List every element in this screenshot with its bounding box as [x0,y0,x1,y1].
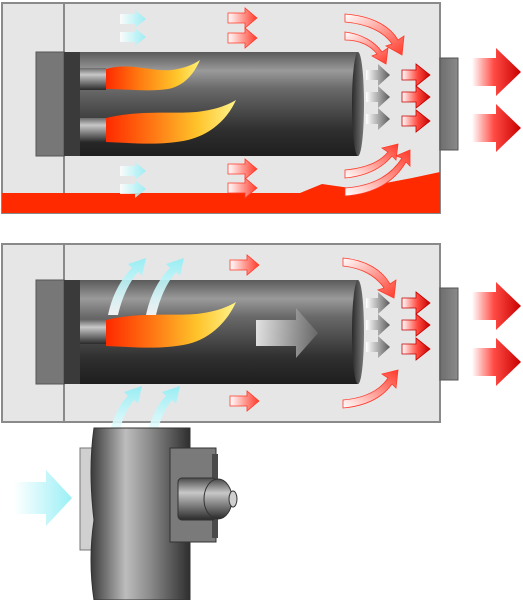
bottom-burner-block [35,279,65,385]
top-nozzle-1 [80,68,106,90]
bottom-chamber-end [352,280,364,384]
cold-air-arrow-icon [108,386,180,440]
warm-air-arrow-icon [229,390,260,412]
bottom-outlet-plate [439,287,459,381]
mixed-air-arrow-icon [401,291,431,361]
cold-air-arrow-icon [120,10,146,46]
warm-air-curve-arrow [342,257,399,409]
bottom-burner-plate [64,280,80,384]
warm-air-curve-arrow [344,143,411,197]
exhaust-arrow-icon [256,308,318,358]
top-burner-block [35,51,65,157]
warm-air-arrow-icon [227,158,258,199]
fan-housing [90,427,191,600]
warm-air-arrow-icon [227,7,258,49]
flame-icon [106,100,236,144]
bottom-nozzle [80,320,106,344]
hot-air-output-arrow-icon [472,282,521,386]
bottom-heater [1,243,521,440]
fuel-spill [2,172,440,213]
cold-air-arrow-icon [108,258,184,315]
flame-icon [106,302,236,348]
fan-icon [79,427,238,600]
flame-icon [106,60,200,91]
mixed-air-arrow-icon [401,63,431,133]
top-outlet-plate [439,57,459,151]
top-burner-plate [64,52,80,156]
cold-air-arrow-icon [14,470,72,526]
cold-air-arrow-icon [120,162,146,198]
hot-air-output-arrow-icon [472,48,521,152]
top-nozzle-2 [80,118,106,142]
exhaust-arrow-icon [366,64,390,130]
motor-shaft [228,490,238,508]
motor-cap [203,478,233,520]
top-heater [1,2,521,214]
top-chamber-end [352,52,364,156]
exhaust-arrow-icon [366,292,390,358]
warm-air-arrow-icon [229,254,260,276]
warm-air-curve-arrow [344,13,405,65]
